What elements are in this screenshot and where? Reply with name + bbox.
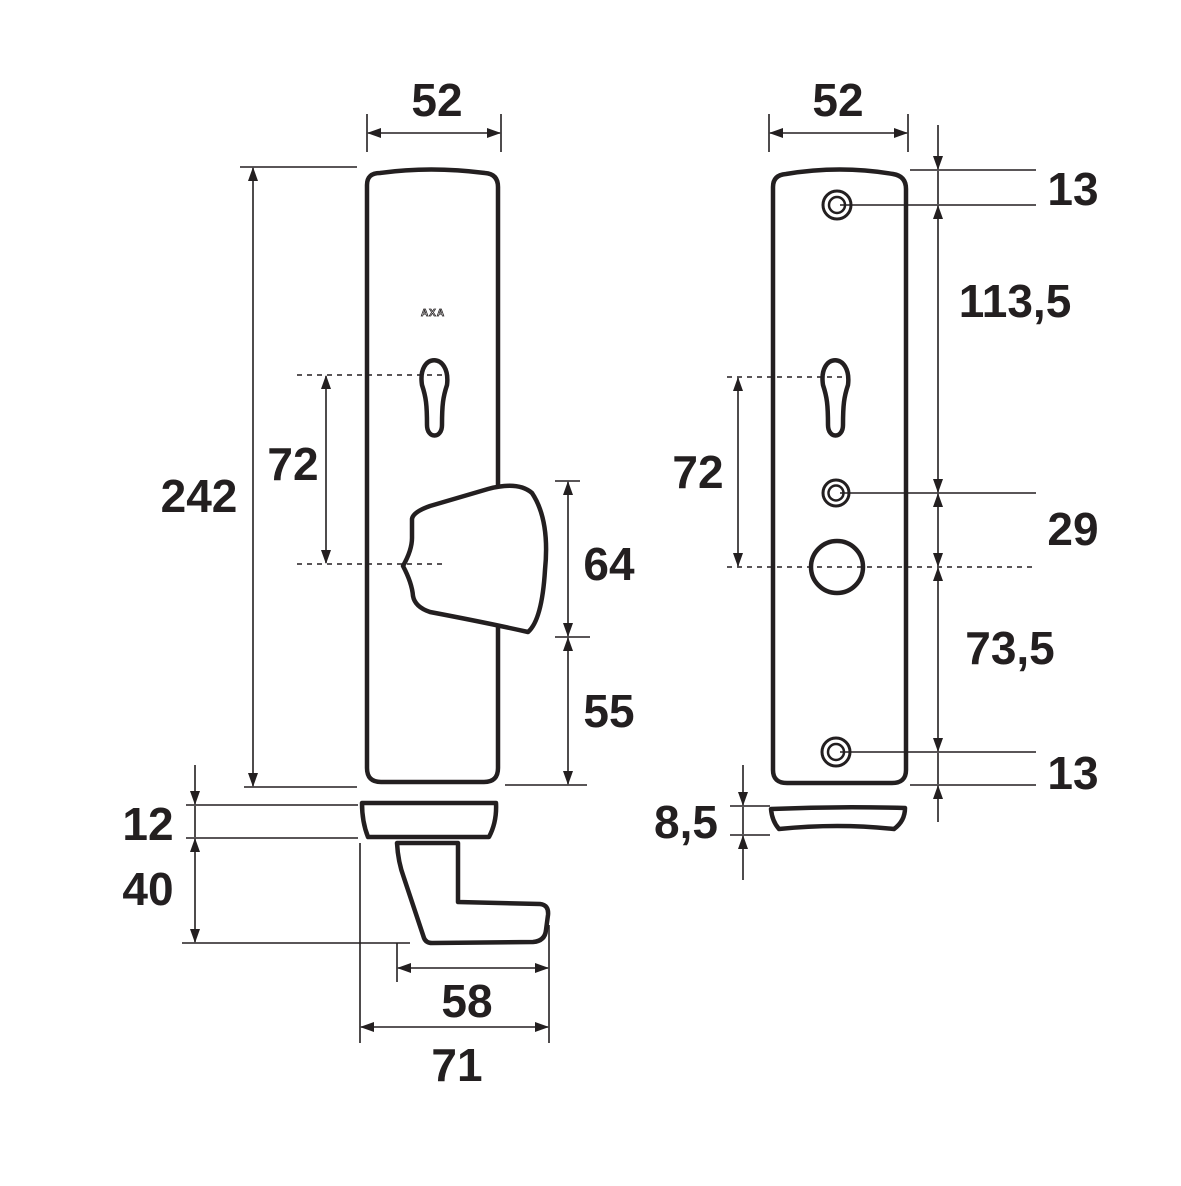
front-lever	[394, 840, 551, 946]
dim-back-bottom-screw-offset: 13	[1047, 747, 1098, 799]
dim-front-height: 242	[161, 470, 238, 522]
dim-back-width: 52	[812, 74, 863, 126]
dim-front-handle-depth: 40	[122, 863, 173, 915]
dim-back-screw-to-screw: 113,5	[959, 275, 1072, 327]
back-keyhole	[820, 358, 851, 438]
dim-front-handle-to-bottom: 55	[583, 685, 634, 737]
brand-logo: AXA	[421, 308, 445, 319]
dim-back-plate-thickness: 8,5	[654, 796, 718, 848]
dim-front-cylinder-to-handle: 72	[267, 438, 318, 490]
front-plate	[364, 167, 501, 785]
dim-back-top-screw-offset: 13	[1047, 163, 1098, 215]
dim-front-handle-height: 64	[583, 538, 635, 590]
front-view: AXA 52 242 72 64 55	[122, 74, 635, 1091]
dim-front-handle-length: 58	[441, 975, 492, 1027]
dim-front-total-projection: 71	[431, 1039, 482, 1091]
back-rose	[768, 804, 908, 832]
front-handle-knob	[400, 483, 549, 635]
dim-back-middle-screw-to-center: 29	[1047, 503, 1098, 555]
dim-back-center-to-bottom-screw: 73,5	[965, 622, 1055, 674]
dim-front-rose-thickness: 12	[122, 798, 173, 850]
front-rose	[359, 800, 499, 840]
dim-back-cylinder-to-center: 72	[672, 446, 723, 498]
front-keyhole	[419, 358, 450, 438]
back-plate	[770, 167, 909, 786]
back-view: 52 13 113,5 29 73,5 13 72 8,5	[654, 74, 1099, 880]
dim-front-width: 52	[411, 74, 462, 126]
